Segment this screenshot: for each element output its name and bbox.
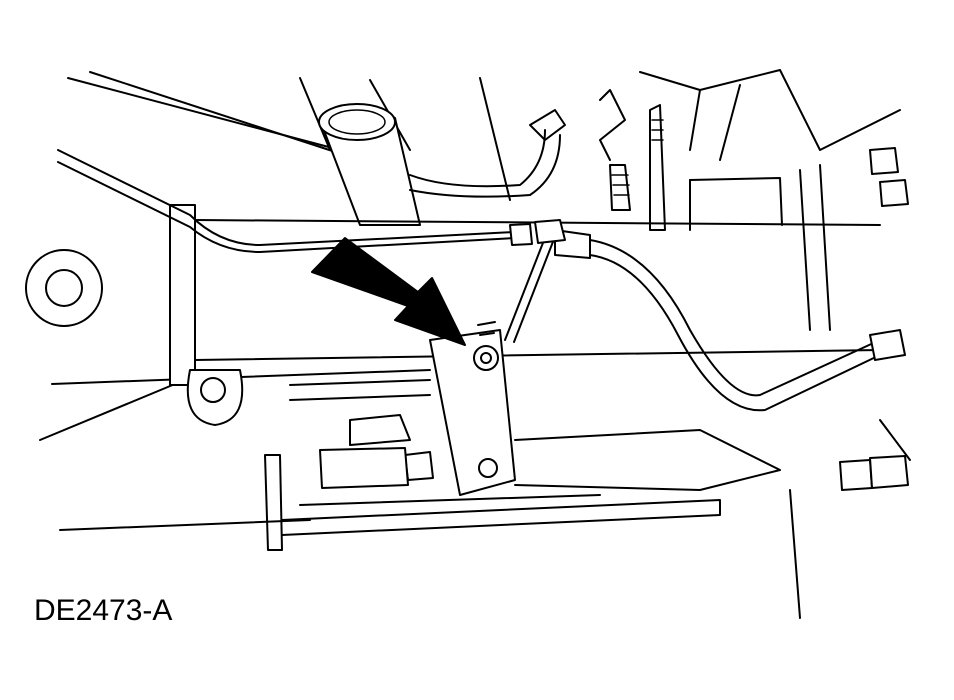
figure-label: DE2473-A [34,594,173,627]
exhaust-pipe [318,103,421,226]
flex-hose [554,164,906,412]
right-bolts [839,147,909,491]
arrow-pointer-icon [311,237,466,346]
link-rod [473,219,566,371]
frame-crossmember [25,177,881,426]
upper-lines [409,89,666,231]
lower-bracket [264,329,781,551]
brake-line-left [57,149,516,253]
